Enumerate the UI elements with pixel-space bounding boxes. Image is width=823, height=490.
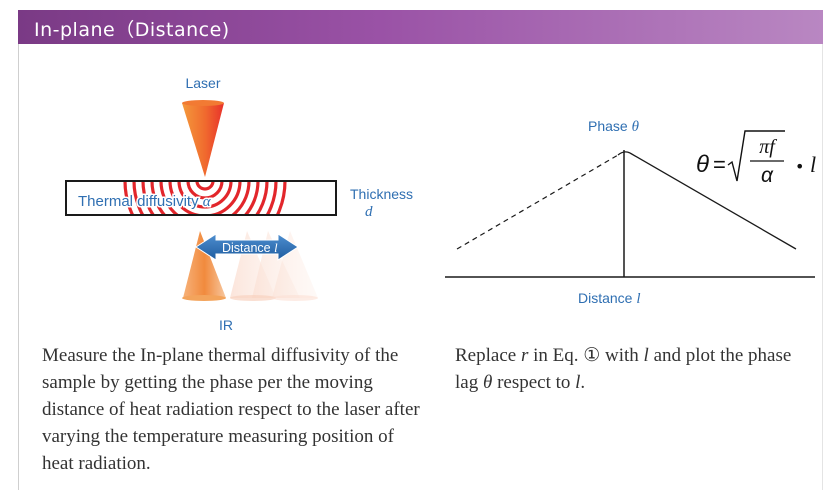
phase-decay-line — [629, 152, 797, 250]
laser-label: Laser — [185, 75, 220, 91]
distance-arrow — [195, 233, 299, 261]
equation-sqrt-sign — [727, 130, 785, 182]
phase-rise-dashed — [456, 154, 619, 250]
equation-denominator: α — [761, 164, 774, 187]
equation-numerator: πf — [759, 136, 777, 158]
thickness-label: Thickness — [350, 186, 413, 202]
left-description: Measure the In-plane thermal diffusivity… — [42, 345, 420, 474]
equation-rhs: l — [810, 152, 816, 177]
equation-lhs: θ — [696, 151, 709, 178]
equation-equals: = — [713, 152, 726, 177]
thickness-symbol: d — [365, 204, 373, 220]
section-title: In-plane（Distance) — [34, 19, 230, 41]
sample-bar — [65, 180, 337, 216]
x-axis-label: Distance l — [578, 290, 641, 307]
ir-label: IR — [219, 317, 233, 333]
equation-dot: • — [795, 157, 804, 176]
phase-peak — [617, 151, 631, 156]
distance-label: Distance l — [222, 241, 278, 255]
sample-label: Thermal diffusivity α — [78, 193, 212, 210]
section-header: In-plane（Distance) — [18, 10, 823, 44]
y-axis-label: Phase θ — [588, 118, 640, 135]
right-description: Replace r in Eq. ① with l and plot the p… — [455, 345, 792, 393]
frame-left-border — [18, 44, 19, 490]
phase-equation: θ = πf α • l — [696, 130, 816, 187]
laser-beam — [182, 100, 224, 177]
